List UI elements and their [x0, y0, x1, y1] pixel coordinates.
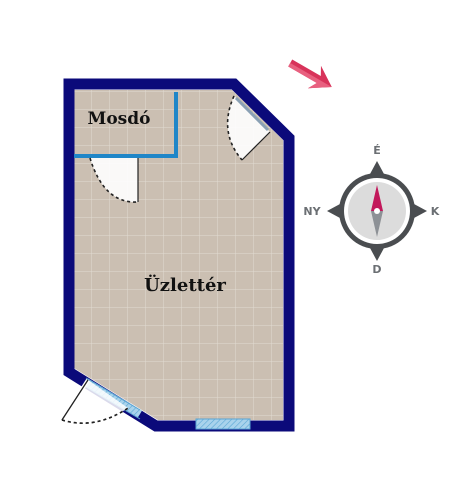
needle-south [371, 211, 383, 237]
washroom-partition [74, 92, 178, 158]
compass-label-north: É [373, 144, 381, 157]
entrance-door [60, 378, 129, 424]
compass-label-east: K [431, 205, 440, 218]
corner-door [226, 95, 271, 161]
compass-label-west: NY [303, 205, 321, 218]
compass-icon [327, 161, 427, 261]
compass-label-south: D [372, 263, 381, 276]
room-label-washroom: Mosdó [88, 109, 151, 129]
needle-north [371, 185, 383, 211]
window-bottom [195, 418, 251, 430]
room-label-shop: Üzlettér [144, 273, 226, 296]
washroom-door [89, 157, 139, 203]
outer-wall [63, 78, 295, 432]
entrance-arrow-icon [288, 59, 332, 89]
